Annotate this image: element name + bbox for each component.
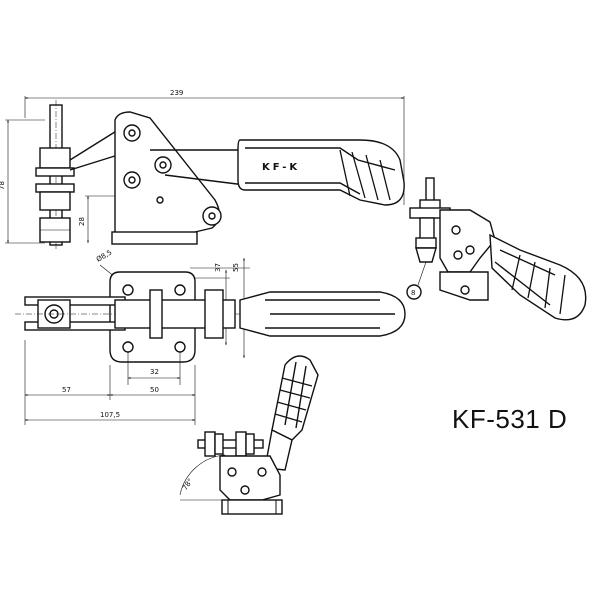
iso-callout-label: 8: [411, 289, 415, 297]
iso-callout-circle: [406, 284, 422, 300]
body-open: [219, 455, 281, 501]
handle-logo-side: KF-K: [262, 162, 300, 173]
isometric-view: 8: [406, 177, 587, 321]
model-title: KF-531 D: [452, 404, 567, 434]
dimension-107-label: 107,5: [100, 411, 120, 419]
handle-upright: [264, 355, 319, 471]
open-view: 78°: [179, 355, 319, 515]
dimension-57-label: 57: [62, 386, 71, 394]
arm-top: [15, 289, 240, 339]
dimension-offset-57: 57: [24, 340, 111, 425]
dimension-spindle-height: 28: [78, 195, 118, 244]
dimension-37-label: 37: [214, 263, 222, 272]
handle-side: KF-K: [237, 139, 405, 206]
dimension-height-total: 78: [0, 119, 45, 244]
clamp-body: [111, 111, 246, 245]
spindle-assembly: [35, 100, 75, 250]
dimension-length-107: 107,5: [24, 400, 196, 425]
spindle-arm: [69, 129, 119, 171]
dimension-hole-spacing: 32: [127, 352, 181, 385]
side-view: 239 78 28: [0, 89, 405, 250]
angle-78-label: 78°: [181, 477, 195, 492]
dimension-32-label: 32: [150, 368, 159, 376]
top-view: Ø8,5 37 55: [15, 248, 406, 425]
dimension-55-label: 55: [232, 263, 240, 272]
dimension-hole-diameter-label: Ø8,5: [95, 248, 113, 263]
dimension-28-label: 28: [78, 217, 86, 226]
dimension-50-label: 50: [150, 386, 159, 394]
dimension-239-label: 239: [170, 89, 183, 97]
spindle-horizontal: [197, 431, 264, 457]
dimension-opening-angle: 78°: [179, 454, 226, 501]
handle-top: [239, 291, 406, 337]
dimension-78-label: 78: [0, 181, 6, 190]
handle-iso: [489, 233, 587, 321]
